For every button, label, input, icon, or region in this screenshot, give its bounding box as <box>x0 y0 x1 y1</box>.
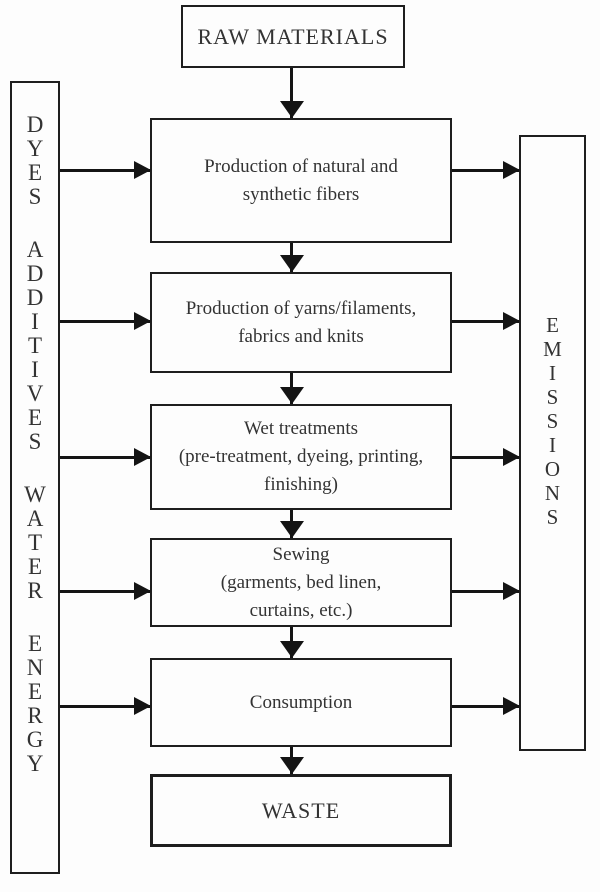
emission-arrow-from-fibers <box>452 161 520 179</box>
arrow-raw-to-fibers <box>279 68 304 118</box>
wet-treatments-line-2: (pre-treatment, dyeing, printing, <box>178 446 424 467</box>
sewing-line-2: (garments, bed linen, <box>220 571 382 593</box>
sewing-line-3: curtains, etc.) <box>249 599 353 621</box>
raw-materials-label: RAW MATERIALS <box>197 23 389 49</box>
input-arrow-to-yarns <box>60 312 151 330</box>
arrow-wet-to-sewing <box>279 510 304 538</box>
input-arrow-to-fibers <box>60 161 151 179</box>
process-box-yarn-production: Production of yarns/filaments, fabrics a… <box>150 272 452 373</box>
consumption-line-1: Consumption <box>249 691 353 713</box>
yarn-production-line-2: fabrics and knits <box>238 325 364 347</box>
emission-arrow-from-sewing <box>452 582 520 600</box>
fiber-production-line-2: synthetic fibers <box>242 183 360 205</box>
process-box-fiber-production: Production of natural and synthetic fibe… <box>150 118 452 243</box>
input-arrow-to-sewing <box>60 582 151 600</box>
arrow-yarns-to-wet <box>279 373 304 404</box>
sewing-line-1: Sewing <box>272 543 330 565</box>
process-box-consumption: Consumption <box>150 658 452 747</box>
waste-box: WASTE <box>150 774 452 847</box>
raw-materials-box: RAW MATERIALS <box>181 5 405 68</box>
waste-label: WASTE <box>261 797 341 823</box>
process-box-wet-treatments: Wet treatments (pre-treatment, dyeing, p… <box>150 404 452 510</box>
arrow-fibers-to-yarns <box>279 243 304 272</box>
input-arrow-to-wet <box>60 448 151 466</box>
wet-treatments-line-1: Wet treatments <box>243 418 358 439</box>
arrow-sewing-to-consumption <box>279 627 304 658</box>
emission-arrow-from-wet <box>452 448 520 466</box>
fiber-production-line-1: Production of natural and <box>204 155 398 177</box>
yarn-production-line-1: Production of yarns/filaments, <box>185 297 417 319</box>
arrow-consumption-to-waste <box>279 747 304 774</box>
input-arrow-to-consumption <box>60 697 151 715</box>
emission-arrow-from-consumption <box>452 697 520 715</box>
wet-treatments-line-3: finishing) <box>264 474 338 495</box>
process-box-sewing: Sewing (garments, bed linen, curtains, e… <box>150 538 452 627</box>
emission-arrow-from-yarns <box>452 312 520 330</box>
